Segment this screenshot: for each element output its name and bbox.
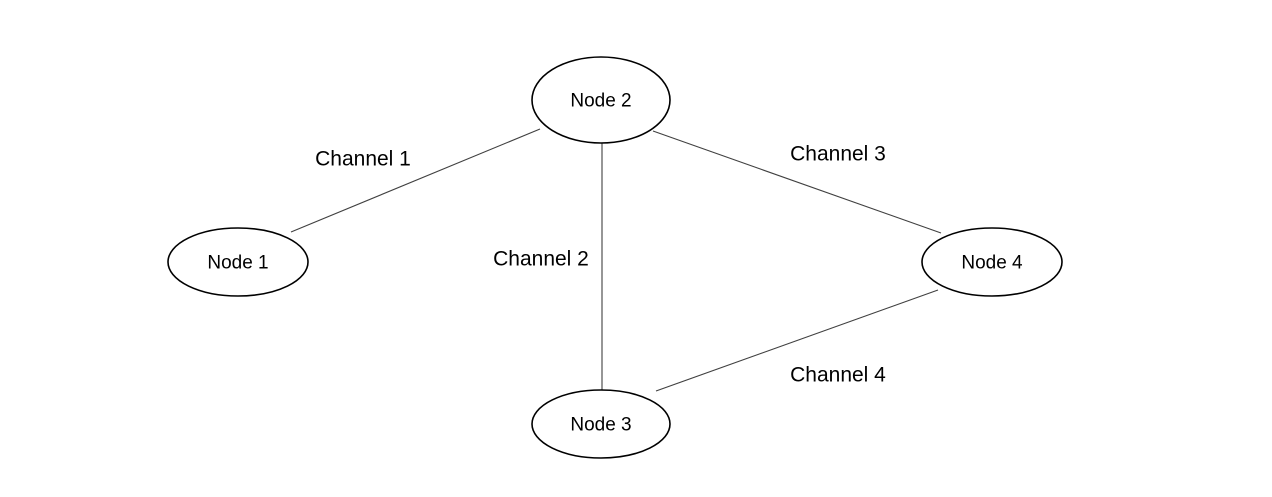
edge-label-layer: Channel 1 Channel 2 Channel 3 Channel 4	[315, 143, 886, 387]
edge-channel-4-line[interactable]	[655, 289, 939, 392]
edge-channel-1-line[interactable]	[290, 128, 541, 233]
node-3-ellipse[interactable]	[531, 389, 671, 459]
edge-label-channel-2: Channel 2	[493, 248, 589, 271]
edge-layer	[290, 128, 942, 392]
edge-label-channel-1: Channel 1	[315, 148, 411, 171]
node-1-label: Node 1	[207, 253, 268, 274]
node-2[interactable]: Node 2	[531, 56, 671, 144]
node-4-label: Node 4	[961, 253, 1023, 274]
node-2-ellipse[interactable]	[531, 56, 671, 144]
edge-label-channel-3: Channel 3	[790, 143, 886, 166]
node-4[interactable]: Node 4	[921, 227, 1063, 297]
node-4-ellipse[interactable]	[921, 227, 1063, 297]
node-1-ellipse[interactable]	[167, 227, 309, 297]
node-3-label: Node 3	[570, 415, 631, 436]
node-2-label: Node 2	[570, 91, 631, 112]
edge-label-channel-4: Channel 4	[790, 364, 886, 387]
node-3[interactable]: Node 3	[531, 389, 671, 459]
node-1[interactable]: Node 1	[167, 227, 309, 297]
edge-channel-3-line[interactable]	[652, 130, 942, 234]
